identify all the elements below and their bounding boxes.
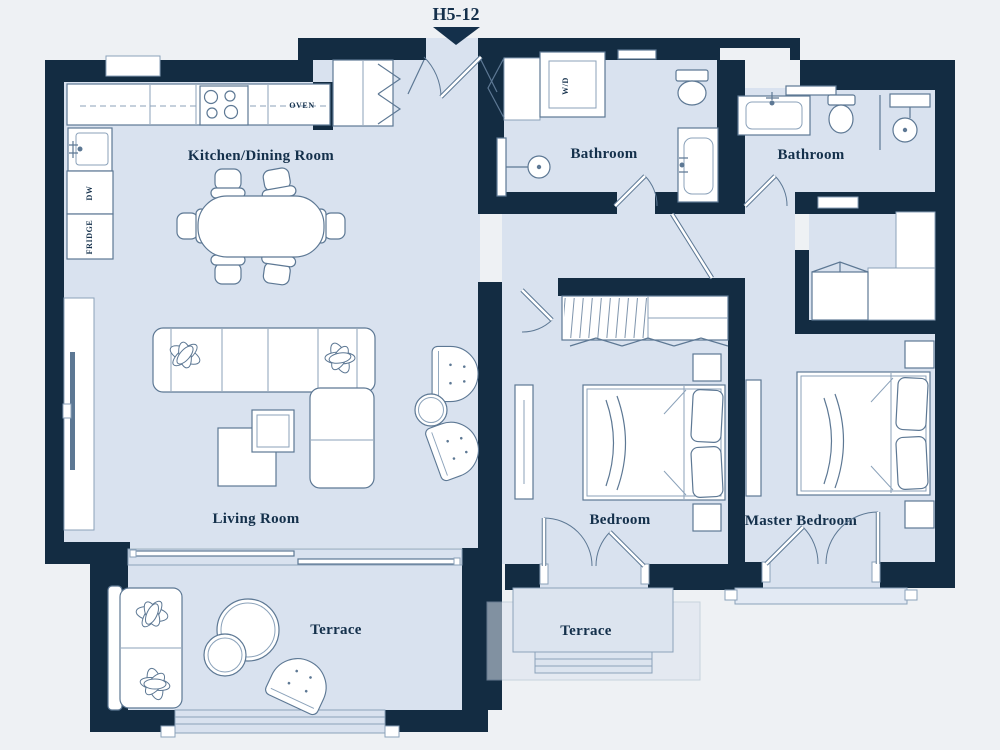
bathroom-1: W/D Bathroom <box>487 49 719 208</box>
oven-label: OVEN <box>289 101 315 110</box>
shower-2 <box>879 93 931 150</box>
kitchen-window <box>105 55 161 77</box>
living-room-label: Living Room <box>212 511 299 527</box>
outdoor-sofa <box>107 585 183 711</box>
master-french-doors <box>761 511 881 583</box>
shower-1 <box>496 137 551 197</box>
floor-bedroom-doorway <box>502 278 558 300</box>
entrance-door <box>423 55 483 99</box>
entrance: H5-12 <box>407 4 498 99</box>
master-bedroom-label: Master Bedroom <box>745 513 858 529</box>
sliding-doors <box>127 548 463 566</box>
bedroom: Bedroom <box>514 288 729 585</box>
towel-shelf <box>785 85 837 96</box>
wardrobe <box>487 57 541 121</box>
armchairs <box>414 345 487 483</box>
floor-master-threshold <box>763 562 880 588</box>
master-bedroom: Master Bedroom <box>745 196 936 583</box>
closet-bifold <box>569 337 729 347</box>
coffee-tables <box>217 409 295 487</box>
floor-master-passage <box>745 193 795 323</box>
floor-bedroom-threshold <box>540 564 648 590</box>
bedroom-french-doors <box>539 517 650 585</box>
bedroom-bed <box>582 384 726 501</box>
terrace-2-body <box>512 587 674 653</box>
room-floors <box>62 38 935 710</box>
floor-corridor <box>502 214 745 282</box>
entrance-splay <box>407 59 498 95</box>
fridge-label: FRIDGE <box>85 220 94 255</box>
dishwasher-label: DW <box>85 186 94 201</box>
bathroom-1-label: Bathroom <box>570 146 637 162</box>
stove-icon <box>199 85 249 126</box>
dining-table <box>176 165 346 287</box>
fridge <box>66 213 114 260</box>
terrace-2-steps <box>534 651 653 674</box>
hall-closet <box>332 59 402 127</box>
terrace-2-label: Terrace <box>560 623 612 639</box>
master-console <box>745 379 762 497</box>
toilet-icon-1 <box>675 69 709 106</box>
master-bed <box>796 371 931 496</box>
juliet-balcony <box>724 587 918 605</box>
outdoor-areas <box>160 587 918 738</box>
vanity-1 <box>677 127 719 203</box>
kitchen-label: Kitchen/Dining Room <box>188 148 334 164</box>
outdoor-tables <box>203 598 280 677</box>
bathroom-2-label: Bathroom <box>777 147 844 163</box>
dishwasher <box>66 170 114 215</box>
nightstand <box>692 353 722 382</box>
toilet-icon-2 <box>827 94 856 134</box>
vent <box>817 196 859 209</box>
bath2-notch <box>720 48 790 60</box>
bathroom-2: Bathroom <box>720 48 931 208</box>
terrace-1-label: Terrace <box>310 622 362 638</box>
bedroom-closet <box>561 295 729 347</box>
nightstand <box>904 500 935 529</box>
sink-icon <box>67 127 113 172</box>
washer-dryer-label: W/D <box>561 77 570 95</box>
bedroom-door <box>520 288 554 333</box>
towel-bar <box>617 49 657 60</box>
living-room: Living Room <box>62 297 487 566</box>
terrace-1: Terrace <box>107 585 362 718</box>
tv-console <box>62 297 95 531</box>
sofa <box>152 327 376 489</box>
corridor-door <box>670 212 714 280</box>
kitchen-counter <box>66 83 331 126</box>
nightstand <box>692 503 722 532</box>
bathroom-1-door <box>613 174 658 208</box>
bathroom-2-door <box>743 174 788 208</box>
master-closet <box>811 211 936 321</box>
vanity-2 <box>737 92 811 136</box>
bifold-door <box>377 63 402 125</box>
washer-dryer: W/D <box>539 51 606 118</box>
bedroom-label: Bedroom <box>590 512 651 528</box>
nightstand <box>904 340 935 369</box>
unit-label: H5-12 <box>433 4 480 24</box>
entrance-arrow-icon <box>433 27 480 45</box>
terrace-1-steps <box>160 709 400 738</box>
kitchen: OVEN DW FRIDGE Kitchen/Dining Room <box>66 55 346 287</box>
